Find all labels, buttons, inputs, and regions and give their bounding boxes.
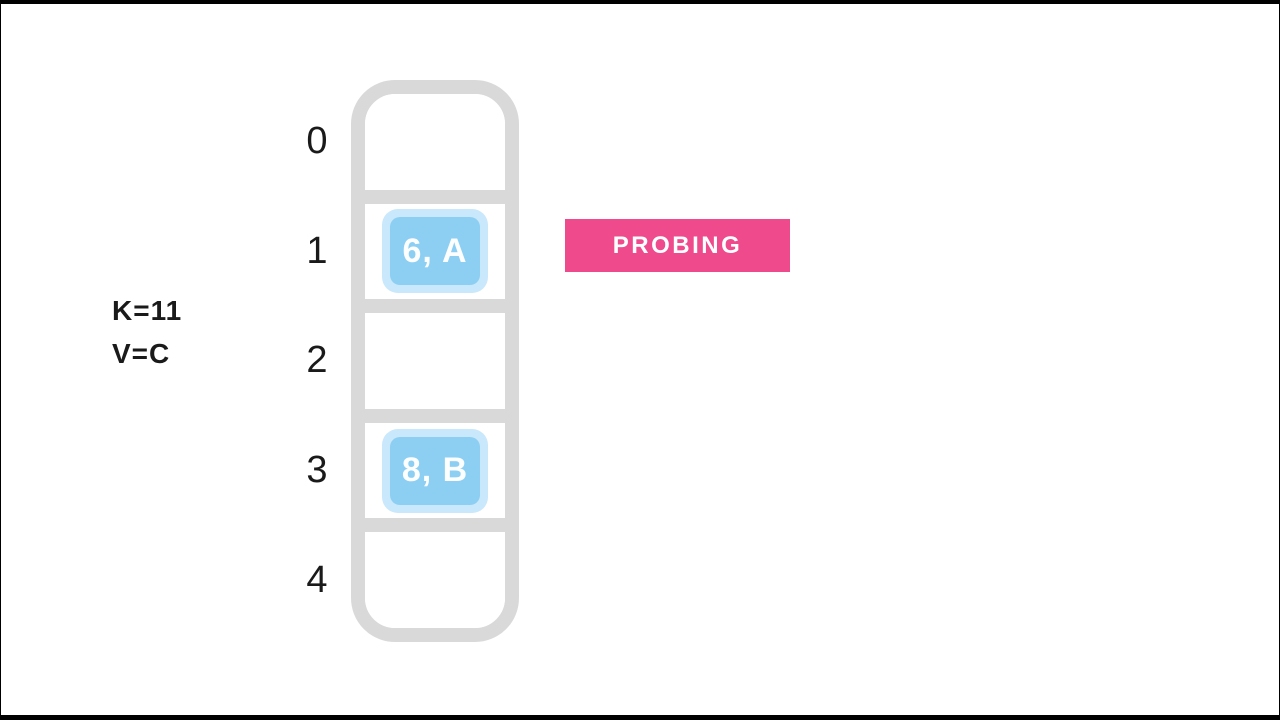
index-label-4: 4: [306, 558, 328, 601]
array-slot-3: 8, B: [365, 422, 505, 519]
array-slot-2: [365, 313, 505, 409]
index-label-2: 2: [306, 339, 328, 382]
value-label: V=C: [112, 338, 171, 369]
probing-badge: PROBING: [565, 219, 790, 272]
key-label: K=11: [112, 295, 183, 326]
array-slot-0: [365, 94, 505, 190]
index-gap: [288, 299, 346, 313]
letterbox-top: [0, 0, 1280, 4]
probing-badge-label: PROBING: [612, 231, 743, 259]
index-gap: [288, 518, 346, 532]
letterbox-bottom: [0, 715, 1280, 720]
entry-tile-glow: 6, A: [382, 209, 488, 294]
hash-table-array: 6, A 8, B: [351, 80, 519, 642]
entry-tile-glow: 8, B: [382, 428, 488, 513]
array-slot-4: [365, 532, 505, 628]
index-label-0: 0: [306, 120, 328, 163]
slot-divider: [365, 189, 505, 204]
letterbox-left: [0, 0, 1, 720]
entry-tile: 6, A: [390, 217, 480, 286]
index-label-1: 1: [306, 229, 328, 272]
index-gap: [288, 409, 346, 423]
index-label-column: 0 1 2 3 4: [288, 80, 346, 642]
slot-divider: [365, 408, 505, 423]
array-slot-1: 6, A: [365, 203, 505, 300]
entry-tile: 8, B: [390, 436, 480, 505]
index-label-3: 3: [306, 449, 328, 492]
slot-divider: [365, 299, 505, 314]
index-gap: [288, 190, 346, 204]
key-value-annotation: K=11 V=C: [112, 289, 182, 375]
slot-divider: [365, 518, 505, 533]
